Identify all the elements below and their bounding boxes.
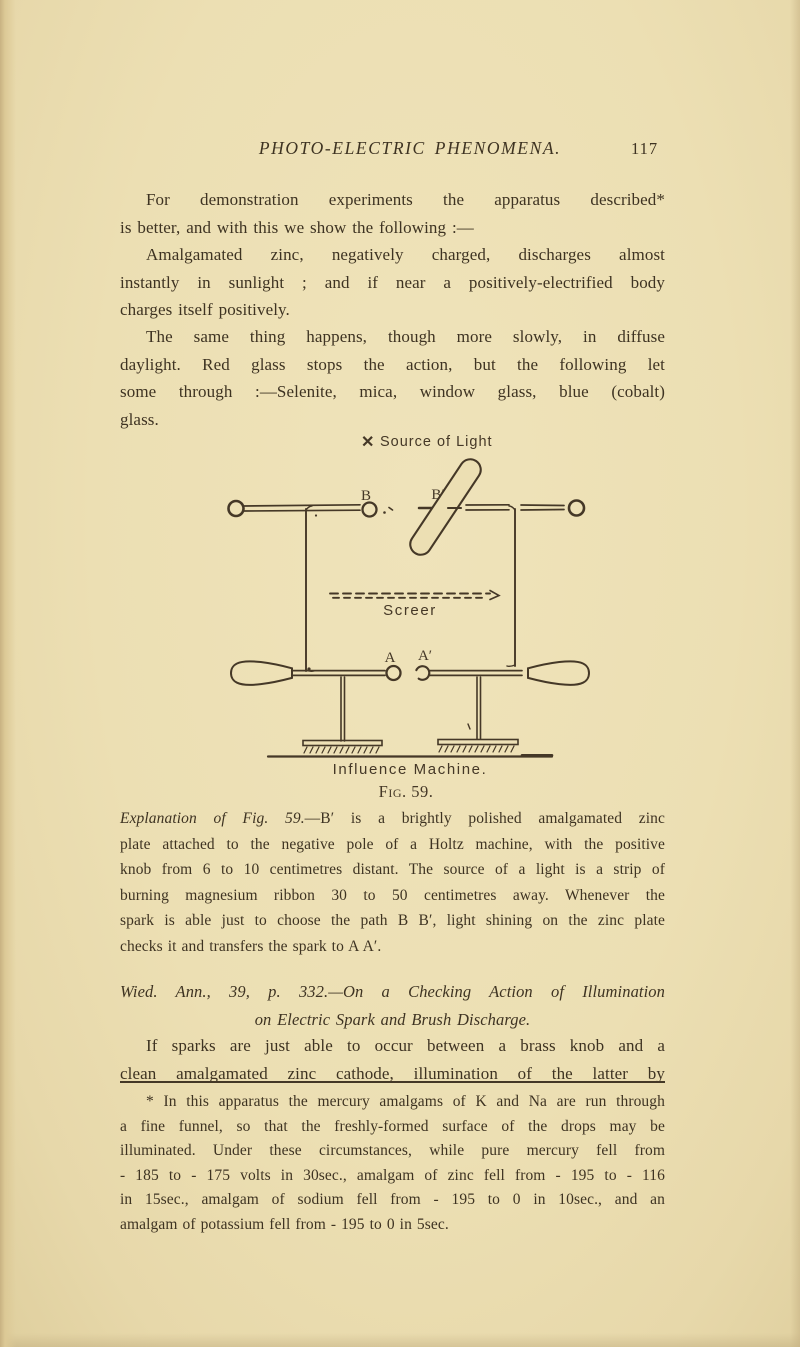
screen-label: Screer [383, 602, 437, 619]
text-line: some through :—Selenite, mica, window gl… [120, 382, 665, 401]
left-base-hatching [303, 746, 380, 754]
paragraph-3: The same thing happens, though more slow… [120, 323, 665, 433]
right-base-hatching [438, 745, 515, 753]
wall-joint-dot [314, 514, 318, 517]
text-line: illuminated. Under these circumstances, … [120, 1142, 665, 1159]
explanation-lead: Explanation of Fig. 59. [120, 810, 305, 827]
zinc-plate [409, 458, 482, 556]
label-a-prime: A′ [418, 648, 432, 664]
label-a: A [385, 650, 396, 666]
label-b-prime: B′ [431, 487, 444, 503]
footnote-rule [120, 1081, 665, 1083]
text-line: a fine funnel, so that the freshly-forme… [120, 1117, 665, 1135]
wall-hooks [305, 505, 516, 673]
spark-gap-dot [383, 511, 386, 514]
page-title: PHOTO-ELECTRIC PHENOMENA. [258, 138, 562, 158]
page-number: 117 [631, 139, 659, 158]
right-base-bar [437, 738, 519, 746]
right-stand [476, 676, 482, 740]
text-line: amalgam of potassium fell from - 195 to … [120, 1215, 449, 1233]
paragraph-2: Amalgamated zinc, negatively charged, di… [120, 241, 665, 324]
source-x-icon: ✕ [361, 434, 374, 451]
text-line: on Electric Spark and Brush Discharge. [254, 1010, 531, 1029]
right-handle-bulb [527, 660, 590, 686]
text-line: * In this apparatus the mercury amalgams… [146, 1093, 665, 1110]
figure-caption: Fig. 59. [379, 782, 434, 801]
text-line: charges itself positively. [120, 300, 290, 319]
left-stand [340, 676, 346, 742]
text-line: in 15sec., amalgam of sodium fell from -… [120, 1191, 665, 1208]
stray-mark [467, 723, 471, 730]
explanation-rest: —B′ is a brightly polished amalgamated z… [304, 810, 665, 827]
spark-gap-tick [388, 506, 394, 511]
left-handle-bulb [230, 660, 293, 686]
text-line: If sparks are just able to occur between… [146, 1036, 665, 1055]
screen-arrow [489, 589, 501, 601]
knob-a-prime [414, 665, 431, 681]
text-line: glass. [120, 409, 159, 429]
influence-machine-label: Influence Machine. [333, 761, 488, 778]
text-line: checks it and transfers the spark to A A… [120, 937, 382, 955]
text-line: daylight. Red glass stops the action, bu… [120, 354, 665, 374]
right-end-knob [567, 499, 586, 517]
text-line: instantly in sunlight ; and if near a po… [120, 272, 665, 292]
knob-a [385, 664, 402, 682]
left-end-knob [227, 499, 245, 518]
top-left-rod [243, 503, 361, 512]
text-line: Amalgamated zinc, negatively charged, di… [146, 245, 665, 264]
source-of-light-label: Source of Light [380, 434, 493, 450]
paragraph-4: If sparks are just able to occur between… [120, 1032, 665, 1087]
text-line: knob from 6 to 10 centimetres distant. T… [120, 861, 665, 878]
left-base-bar [302, 739, 383, 747]
journal-citation: Wied. Ann., 39, p. 332.—On a Checking Ac… [120, 978, 665, 1034]
bottom-left-rod [291, 669, 386, 677]
text-line: Explanation of Fig. 59.—B′ is a brightly… [120, 806, 665, 832]
text-line: For demonstration experiments the appara… [146, 190, 665, 209]
text-line: spark is able just to choose the path B … [120, 912, 665, 929]
text-line: The same thing happens, though more slow… [146, 327, 665, 346]
text-line: clean amalgamated zinc cathode, illumina… [120, 1063, 665, 1083]
text-line: Wied. Ann., 39, p. 332.—On a Checking Ac… [120, 982, 665, 1001]
fig-59-diagram: ✕ Source of Light B B′ [227, 434, 590, 801]
footnote: * In this apparatus the mercury amalgams… [120, 1090, 665, 1237]
top-right-rod [465, 503, 565, 511]
text-line: is better, and with this we show the fol… [120, 217, 474, 237]
text-line: - 185 to - 175 volts in 30sec., amalgam … [120, 1166, 665, 1184]
bottom-right-rod [429, 669, 523, 677]
paragraph-1: For demonstration experiments the appara… [120, 186, 665, 241]
text-line: burning magnesium ribbon 30 to 50 centim… [120, 886, 665, 904]
label-b: B [361, 488, 371, 504]
figure-explanation: Explanation of Fig. 59.—B′ is a brightly… [120, 806, 665, 959]
knob-b [361, 501, 378, 518]
text-line: plate attached to the negative pole of a… [120, 835, 665, 853]
